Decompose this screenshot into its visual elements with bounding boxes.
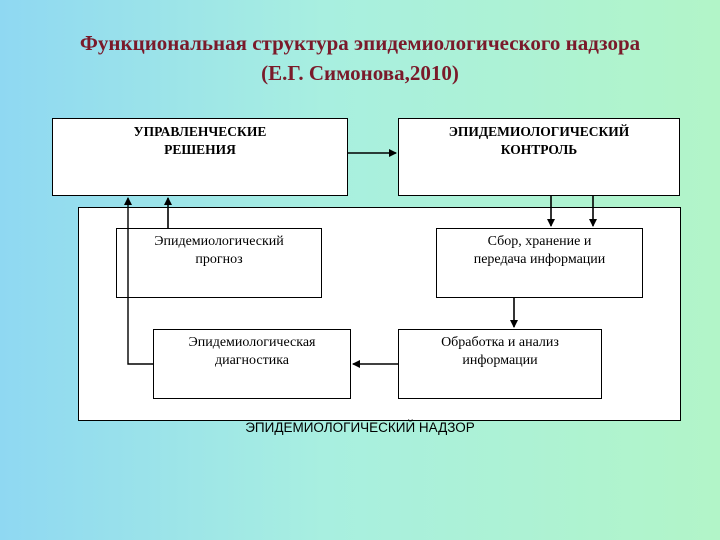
epidemiological-control-line1: ЭПИДЕМИОЛОГИЧЕСКИЙ: [448, 124, 630, 139]
information-collection-box: Сбор, хранение и передача информации: [436, 228, 643, 298]
management-decisions-line2: РЕШЕНИЯ: [164, 142, 236, 157]
surveillance-caption: ЭПИДЕМИОЛОГИЧЕСКИЙ НАДЗОР: [245, 420, 475, 435]
information-analysis-line2: информации: [462, 353, 538, 368]
diagram-title-line2: (Е.Г. Симонова,2010): [261, 61, 459, 85]
epidemiological-control-box: ЭПИДЕМИОЛОГИЧЕСКИЙ КОНТРОЛЬ: [398, 118, 680, 196]
information-collection-line2: передача информации: [473, 252, 606, 267]
management-decisions-line1: УПРАВЛЕНЧЕСКИЕ: [133, 124, 267, 139]
diagram-title-line1: Функциональная структура эпидемиологичес…: [79, 31, 641, 55]
information-analysis-line1: Обработка и анализ: [441, 335, 559, 350]
diagnostics-box: Эпидемиологическая диагностика: [153, 329, 351, 399]
information-collection-line1: Сбор, хранение и: [487, 234, 592, 249]
forecast-line1: Эпидемиологический: [154, 234, 284, 249]
management-decisions-box: УПРАВЛЕНЧЕСКИЕ РЕШЕНИЯ: [52, 118, 348, 196]
epidemiological-control-line2: КОНТРОЛЬ: [500, 142, 578, 157]
forecast-box: Эпидемиологический прогноз: [116, 228, 322, 298]
information-analysis-box: Обработка и анализ информации: [398, 329, 602, 399]
diagnostics-line2: диагностика: [214, 353, 290, 368]
forecast-line2: прогноз: [195, 252, 243, 267]
diagnostics-line1: Эпидемиологическая: [188, 335, 316, 350]
arrow-diagnostics-to-decisions: [124, 197, 153, 365]
